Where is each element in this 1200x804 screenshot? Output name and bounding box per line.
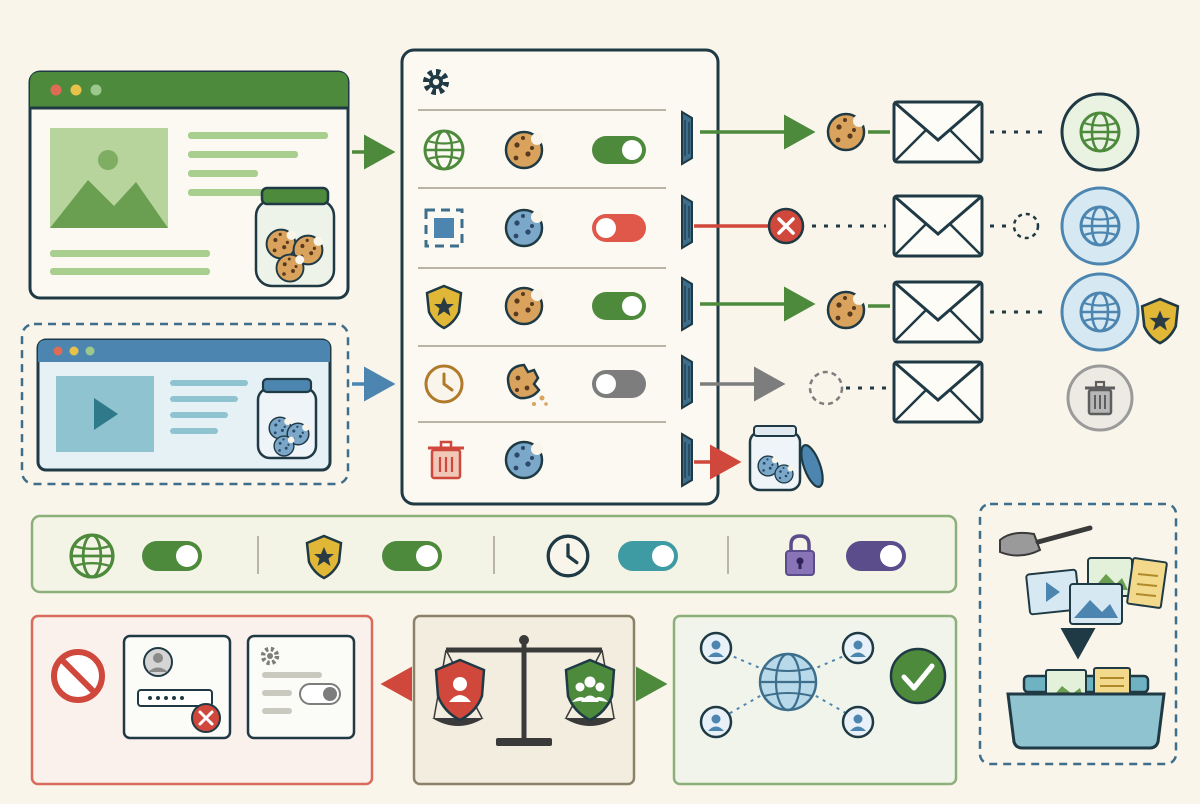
toggle-switch-on[interactable] bbox=[846, 541, 906, 571]
blocked-x-icon bbox=[767, 207, 805, 245]
scales-icon bbox=[432, 635, 616, 746]
shield-star-icon bbox=[1140, 297, 1180, 345]
toggle-switch-neutral[interactable] bbox=[592, 370, 646, 398]
preference-toggle-bar bbox=[30, 514, 958, 594]
envelope-icon bbox=[892, 194, 984, 258]
cookie-icon bbox=[826, 112, 867, 152]
drag-handle[interactable] bbox=[681, 355, 693, 409]
flow-row-blocked bbox=[694, 186, 1140, 266]
user-icon bbox=[841, 631, 875, 665]
video-site-window bbox=[20, 322, 350, 486]
blue-cookie-icon bbox=[504, 440, 545, 480]
user-icon bbox=[841, 705, 875, 739]
network-globe-icon bbox=[758, 652, 818, 712]
cookie-icon bbox=[826, 290, 867, 330]
play-icon bbox=[56, 376, 154, 452]
clock-icon bbox=[424, 364, 464, 404]
trash-icon[interactable] bbox=[426, 440, 466, 480]
check-icon bbox=[889, 647, 947, 705]
text-lines bbox=[50, 132, 328, 275]
error-x-icon bbox=[191, 703, 221, 733]
toggle-switch-on[interactable] bbox=[618, 541, 678, 571]
envelope-icon bbox=[892, 360, 984, 424]
consent-settings-panel bbox=[400, 48, 720, 506]
consent-row-analytics bbox=[423, 129, 646, 171]
flow-row-trusted bbox=[700, 272, 1180, 352]
no-entry-icon bbox=[51, 649, 105, 703]
archive-panel bbox=[978, 502, 1178, 766]
empty-circle-icon bbox=[808, 370, 844, 406]
blue-globe-icon bbox=[1060, 186, 1140, 266]
reject-panel bbox=[30, 614, 374, 786]
group-shield-icon bbox=[564, 658, 616, 722]
lock-icon bbox=[785, 534, 815, 576]
image-icon bbox=[50, 128, 168, 228]
open-jar-icon bbox=[748, 425, 824, 492]
clock-icon bbox=[546, 534, 590, 578]
globe-destination-icon bbox=[1060, 92, 1140, 172]
minimize-dot-icon bbox=[70, 84, 82, 96]
drag-handle[interactable] bbox=[681, 195, 693, 249]
flow-row-allowed bbox=[700, 92, 1140, 172]
toggle-switch-on[interactable] bbox=[592, 136, 646, 164]
toggle-switch-off[interactable] bbox=[592, 214, 646, 242]
blue-cookie-icon bbox=[504, 208, 545, 248]
drag-handle[interactable] bbox=[681, 277, 693, 331]
user-icon bbox=[699, 631, 733, 665]
media-files-icon bbox=[1025, 557, 1168, 625]
toggle-switch-on[interactable] bbox=[142, 541, 202, 571]
tracking-square-icon bbox=[424, 208, 464, 248]
balance-panel bbox=[412, 614, 636, 786]
gray-trash-icon bbox=[1066, 364, 1134, 432]
blue-cookie-jar-icon bbox=[256, 377, 318, 460]
cookie-jar-icon bbox=[254, 186, 336, 288]
gear-icon[interactable] bbox=[423, 69, 449, 95]
scoop-icon bbox=[999, 525, 1093, 557]
toggle-switch-on[interactable] bbox=[382, 541, 442, 571]
consent-row-expiring bbox=[424, 363, 646, 406]
blue-globe-icon bbox=[1060, 272, 1140, 352]
empty-circle-icon bbox=[1012, 212, 1040, 240]
storage-tray-icon bbox=[1006, 667, 1166, 750]
cookie-icon bbox=[504, 286, 545, 326]
flow-row-expired bbox=[700, 360, 1134, 432]
settings-form-icon bbox=[246, 634, 356, 740]
maximize-dot-icon bbox=[90, 84, 102, 96]
cookie-icon bbox=[504, 130, 545, 170]
flow-row-deleted bbox=[694, 425, 824, 492]
user-icon bbox=[699, 705, 733, 739]
envelope-icon bbox=[892, 100, 984, 164]
toggle-switch-on[interactable] bbox=[592, 292, 646, 320]
drag-handle[interactable] bbox=[681, 433, 693, 487]
consent-row-trusted bbox=[425, 284, 646, 330]
close-dot-icon bbox=[50, 84, 62, 96]
drag-handle[interactable] bbox=[681, 111, 693, 165]
consent-row-tracking bbox=[424, 208, 646, 248]
envelope-icon bbox=[892, 280, 984, 344]
crumbling-cookie-icon bbox=[506, 363, 548, 406]
personal-shield-icon bbox=[434, 658, 486, 722]
login-form-icon bbox=[122, 634, 232, 740]
website-window bbox=[28, 70, 350, 300]
network-panel bbox=[672, 614, 958, 786]
